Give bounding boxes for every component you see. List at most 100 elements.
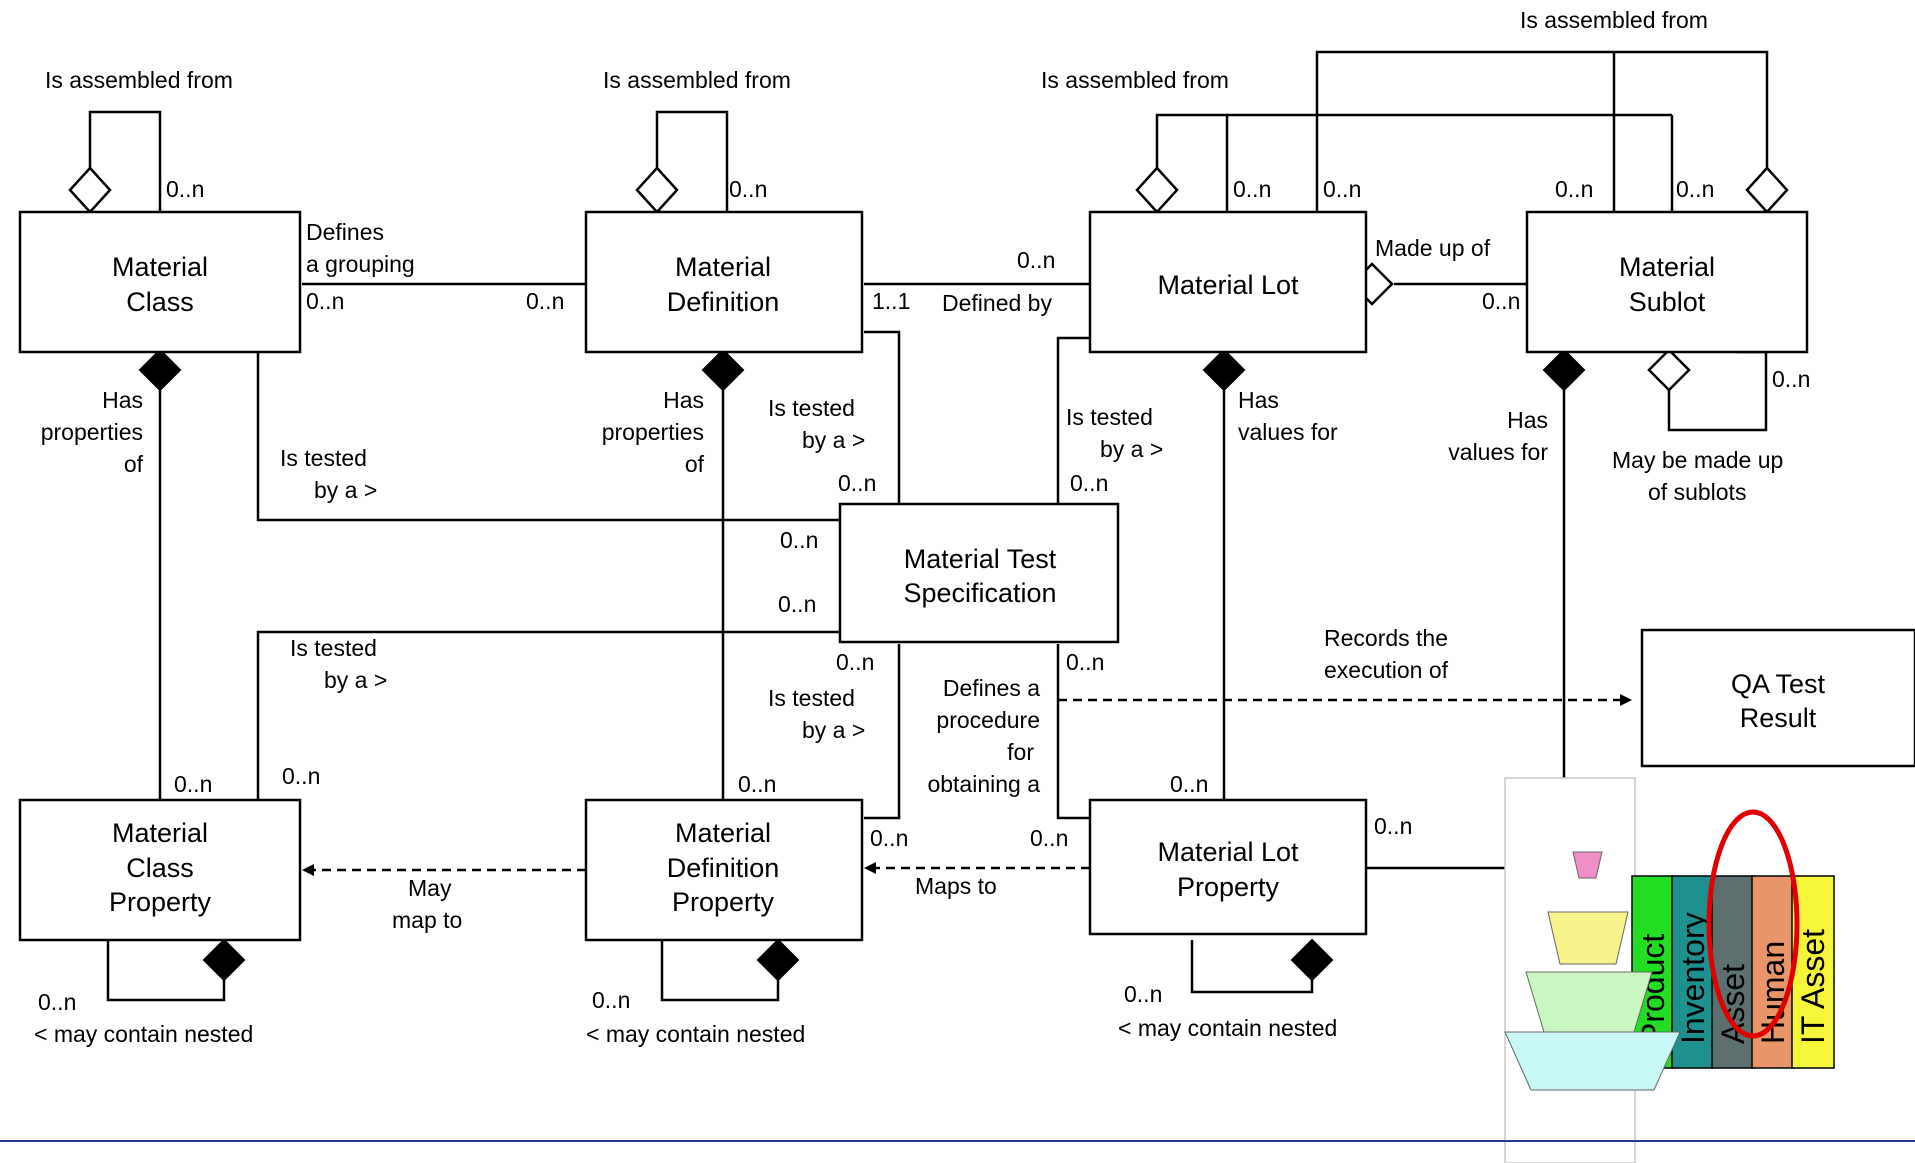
label-class-properties: properties (41, 419, 143, 445)
material-class-line2: Class (126, 287, 194, 317)
material-lot-property-line1: Material Lot (1157, 837, 1299, 867)
label-execution-of: execution of (1324, 657, 1449, 683)
mult-class-defines: 0..n (306, 288, 344, 314)
mult-lot-sublot-assembly: 0..n (1323, 176, 1361, 202)
lotprop-nested-marker (1290, 938, 1334, 982)
material-definition-property-box: Material Definition Property (584, 798, 864, 942)
definition-aggregation-marker (635, 166, 679, 214)
mult-lot-defined: 0..n (1017, 247, 1055, 273)
mult-lot-self: 0..n (1233, 176, 1271, 202)
defprop-test-link (864, 644, 901, 820)
sublot-composition-marker (1542, 348, 1586, 392)
mult-spec-defprop: 0..n (836, 649, 874, 675)
material-class-property-line3: Property (109, 887, 212, 917)
label-defprop-by-a: by a > (802, 717, 865, 743)
label-defines: Defines (306, 219, 384, 245)
mult-lotprop-has: 0..n (1170, 771, 1208, 797)
label-sublot-assembled: Is assembled from (1520, 7, 1708, 33)
class-aggregation-marker (68, 166, 112, 214)
mult-sublot-assembly-a: 0..n (1555, 176, 1593, 202)
lot-self-loop (1155, 113, 1229, 212)
label-lot-tested: Is tested (1066, 404, 1153, 430)
mult-spec-classprop: 0..n (778, 591, 816, 617)
label-definition-assembled: Is assembled from (603, 67, 791, 93)
material-class-box: Material Class (18, 210, 302, 354)
pyramid-tier (1504, 1031, 1681, 1091)
association-markers (68, 166, 1789, 982)
material-lot-box: Material Lot (1088, 210, 1368, 354)
label-classprop-tested: Is tested (290, 635, 377, 661)
category-tab-label: Inventory (1675, 912, 1711, 1044)
mult-sublot-assembly-b: 0..n (1676, 176, 1714, 202)
mult-defprop-has: 0..n (738, 771, 776, 797)
label-records-the: Records the (1324, 625, 1448, 651)
label-lot-by-a: by a > (1100, 436, 1163, 462)
hierarchy-pyramid-icon (1504, 851, 1681, 1091)
material-class-property-line1: Material (112, 818, 208, 848)
label-sublot-has: Has (1507, 407, 1548, 433)
defprop-nested-marker (756, 938, 800, 982)
defprop-nested-loop (660, 940, 780, 1002)
lot-composition-marker (1202, 348, 1246, 392)
mult-sublot-nested: 0..n (1772, 366, 1810, 392)
material-definition-property-line3: Property (672, 887, 775, 917)
mult-spec-lot: 0..n (1070, 470, 1108, 496)
category-tab-label: IT Asset (1795, 929, 1831, 1044)
classprop-nested-marker (202, 938, 246, 982)
lot-aggregation-marker (1135, 166, 1179, 214)
mult-defprop-tested: 0..n (870, 825, 908, 851)
label-maps-to: Maps to (915, 873, 997, 899)
lotprop-nested-loop (1190, 940, 1314, 994)
definition-composition-marker (701, 348, 745, 392)
connectors (88, 50, 1769, 1002)
definition-test-link (864, 330, 901, 504)
material-lot-property-box: Material Lot Property (1088, 798, 1368, 936)
material-definition-line2: Definition (667, 287, 780, 317)
mult-lotprop-tested: 0..n (1030, 825, 1068, 851)
multiplicity-labels: 0..n 0..n 0..n 0..n 1..1 0..n 0..n 0..n … (38, 176, 1810, 1015)
label-a-grouping: a grouping (306, 251, 415, 277)
mult-classprop-nested: 0..n (38, 989, 76, 1015)
mult-lotprop-sublot: 0..n (1374, 813, 1412, 839)
mult-class-self: 0..n (166, 176, 204, 202)
label-procedure: procedure (936, 707, 1040, 733)
label-lot-assembled: Is assembled from (1041, 67, 1229, 93)
label-obtaining-a: obtaining a (927, 771, 1040, 797)
label-of-sublots: of sublots (1648, 479, 1746, 505)
label-class-by-a: by a > (314, 477, 377, 503)
qa-test-result-box: QA Test Result (1640, 628, 1915, 768)
relationship-labels: Is assembled from Is assembled from Is a… (34, 7, 1783, 1047)
classprop-test-link (256, 630, 840, 800)
sublot-aggregation-marker (1745, 166, 1789, 214)
material-sublot-box: Material Sublot (1525, 210, 1809, 354)
label-definition-of: of (685, 451, 705, 477)
mult-definition-self: 0..n (729, 176, 767, 202)
lot-test-link (1056, 336, 1090, 504)
label-definition-properties: properties (602, 419, 704, 445)
material-test-spec-box: Material Test Specification (838, 502, 1120, 644)
lot-sublot-assembly-top (1315, 50, 1769, 212)
label-classprop-by-a: by a > (324, 667, 387, 693)
material-class-property-line2: Class (126, 853, 194, 883)
label-defined-by: Defined by (942, 290, 1052, 316)
material-definition-box: Material Definition (584, 210, 864, 354)
mult-spec-lotprop: 0..n (1066, 649, 1104, 675)
label-definition-tested: Is tested (768, 395, 855, 421)
mult-definition-one: 1..1 (872, 288, 910, 314)
class-self-loop (88, 110, 162, 212)
material-test-spec-line2: Specification (903, 578, 1056, 608)
material-definition-property-line2: Definition (667, 853, 780, 883)
label-class-has: Has (102, 387, 143, 413)
material-definition-property-line1: Material (675, 818, 771, 848)
label-for: for (1007, 739, 1034, 765)
label-sublot-values-for: values for (1448, 439, 1548, 465)
label-definition-by-a: by a > (802, 427, 865, 453)
label-lot-values-for: values for (1238, 419, 1338, 445)
material-sublot-line2: Sublot (1629, 287, 1706, 317)
label-class-assembled: Is assembled from (45, 67, 233, 93)
thumbnail-frame (1504, 777, 1636, 1163)
label-classprop-nested: < may contain nested (34, 1021, 253, 1047)
